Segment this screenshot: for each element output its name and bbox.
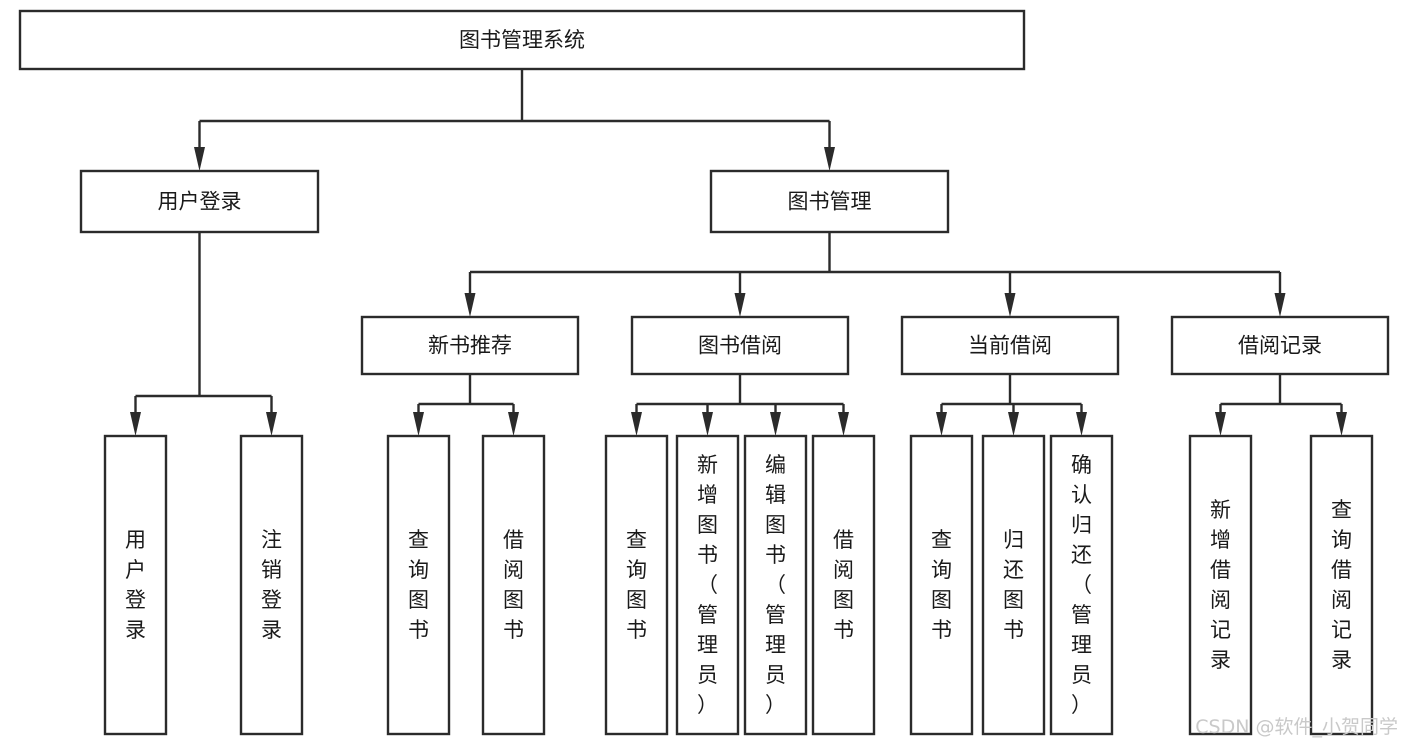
node-label-leaf-add-book: 新增图书（管理员）	[697, 453, 718, 717]
node-leaf-add-borrow-record[interactable]: 新增借阅记录	[1188, 434, 1253, 736]
connector-layer	[130, 69, 1347, 436]
connector-group-current-borrow	[936, 374, 1087, 436]
node-label-leaf-query-book-2: 查询图书	[626, 528, 647, 642]
node-leaf-confirm-return[interactable]: 确认归还（管理员）	[1049, 434, 1114, 736]
node-leaf-user-login[interactable]: 用户登录	[103, 434, 168, 736]
node-leaf-return-book[interactable]: 归还图书	[981, 434, 1046, 736]
node-leaf-add-book[interactable]: 新增图书（管理员）	[675, 434, 740, 736]
node-box-leaf-borrow-book-2	[811, 434, 876, 736]
node-leaf-borrow-book-2[interactable]: 借阅图书	[811, 434, 876, 736]
node-label-user-login: 用户登录	[158, 190, 242, 214]
node-box-book-manage	[709, 169, 950, 234]
node-label-leaf-confirm-return: 确认归还（管理员）	[1071, 453, 1092, 717]
node-label-leaf-query-borrow-record: 查询借阅记录	[1331, 498, 1352, 672]
node-label-leaf-edit-book: 编辑图书（管理员）	[765, 453, 786, 717]
node-box-current-borrow	[900, 315, 1120, 376]
node-leaf-query-book-3[interactable]: 查询图书	[909, 434, 974, 736]
node-box-leaf-borrow-book-1	[481, 434, 546, 736]
node-book-borrow[interactable]: 图书借阅	[630, 315, 850, 376]
node-label-book-manage: 图书管理	[788, 190, 872, 214]
node-box-leaf-query-book-3	[909, 434, 974, 736]
node-label-leaf-return-book: 归还图书	[1003, 528, 1024, 642]
node-box-leaf-query-book-2	[604, 434, 669, 736]
node-leaf-query-book-1[interactable]: 查询图书	[386, 434, 451, 736]
node-borrow-record[interactable]: 借阅记录	[1170, 315, 1390, 376]
node-label-leaf-logout: 注销登录	[261, 528, 282, 642]
node-box-leaf-confirm-return	[1049, 434, 1114, 736]
node-layer: 图书管理系统用户登录图书管理新书推荐图书借阅当前借阅借阅记录用户登录注销登录查询…	[18, 9, 1390, 736]
node-label-leaf-query-book-1: 查询图书	[408, 528, 429, 642]
node-box-user-login	[79, 169, 320, 234]
node-label-leaf-borrow-book-1: 借阅图书	[503, 528, 524, 642]
node-box-leaf-logout	[239, 434, 304, 736]
node-box-book-borrow	[630, 315, 850, 376]
node-label-leaf-add-borrow-record: 新增借阅记录	[1210, 498, 1231, 672]
node-leaf-logout[interactable]: 注销登录	[239, 434, 304, 736]
node-root[interactable]: 图书管理系统	[18, 9, 1026, 71]
node-leaf-edit-book[interactable]: 编辑图书（管理员）	[743, 434, 808, 736]
node-book-manage[interactable]: 图书管理	[709, 169, 950, 234]
node-label-book-borrow: 图书借阅	[698, 334, 782, 358]
node-label-leaf-borrow-book-2: 借阅图书	[833, 528, 854, 642]
node-box-root	[18, 9, 1026, 71]
node-leaf-query-book-2[interactable]: 查询图书	[604, 434, 669, 736]
node-box-leaf-edit-book	[743, 434, 808, 736]
node-current-borrow[interactable]: 当前借阅	[900, 315, 1120, 376]
connector-group-new-book-recommend	[413, 374, 519, 436]
node-label-leaf-user-login: 用户登录	[125, 528, 146, 642]
node-box-borrow-record	[1170, 315, 1390, 376]
connector-group-root	[194, 69, 835, 171]
node-box-leaf-user-login	[103, 434, 168, 736]
node-user-login[interactable]: 用户登录	[79, 169, 320, 234]
node-label-leaf-query-book-3: 查询图书	[931, 528, 952, 642]
connector-group-user-login	[130, 232, 277, 436]
node-box-leaf-return-book	[981, 434, 1046, 736]
csdn-watermark: CSDN @软件_小贺同学	[1195, 716, 1398, 738]
node-label-root: 图书管理系统	[459, 28, 585, 52]
node-label-new-book-recommend: 新书推荐	[428, 334, 512, 358]
node-box-new-book-recommend	[360, 315, 580, 376]
connector-group-book-manage	[464, 232, 1286, 317]
node-box-leaf-query-book-1	[386, 434, 451, 736]
connector-group-book-borrow	[631, 374, 849, 436]
node-box-leaf-add-book	[675, 434, 740, 736]
node-label-borrow-record: 借阅记录	[1238, 334, 1322, 358]
node-box-leaf-query-borrow-record	[1309, 434, 1374, 736]
node-leaf-borrow-book-1[interactable]: 借阅图书	[481, 434, 546, 736]
node-label-current-borrow: 当前借阅	[968, 334, 1052, 358]
node-box-leaf-add-borrow-record	[1188, 434, 1253, 736]
node-new-book-recommend[interactable]: 新书推荐	[360, 315, 580, 376]
connector-group-borrow-record	[1215, 374, 1347, 436]
node-leaf-query-borrow-record[interactable]: 查询借阅记录	[1309, 434, 1374, 736]
